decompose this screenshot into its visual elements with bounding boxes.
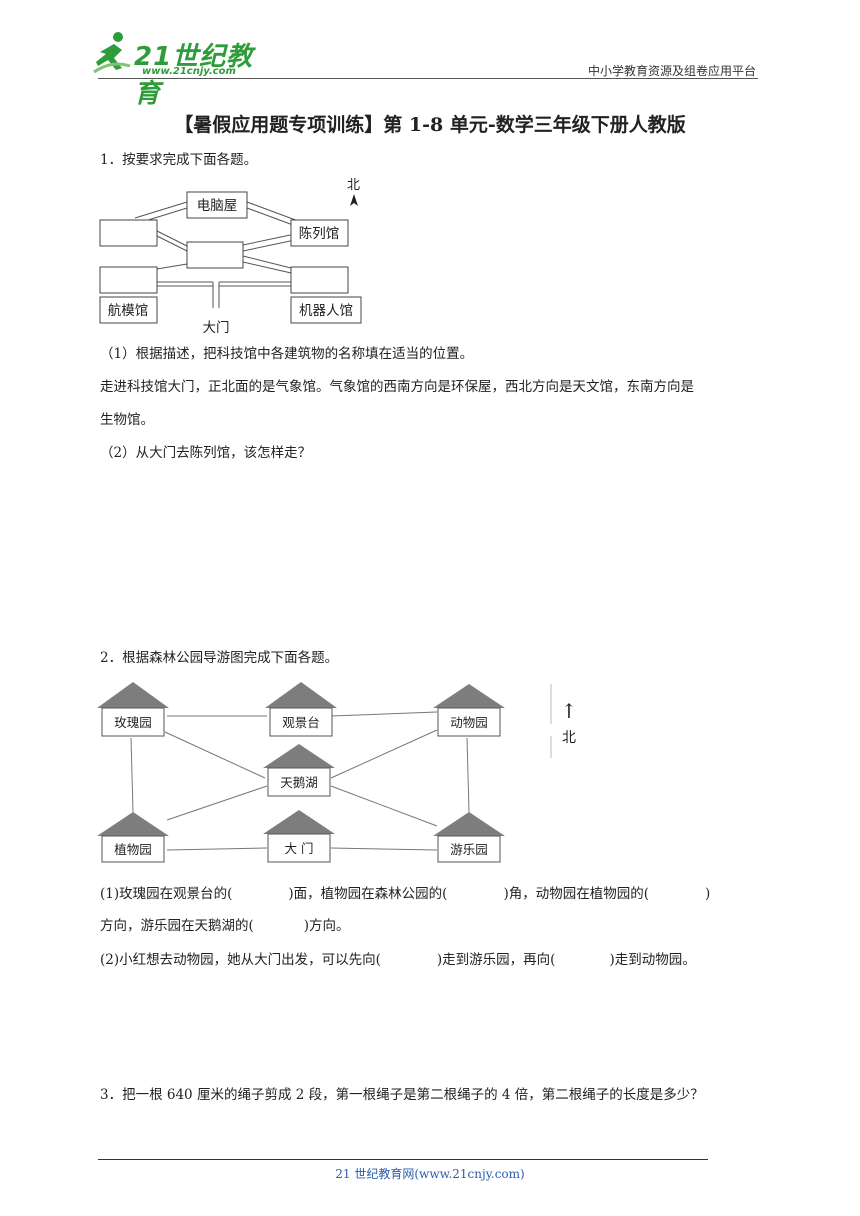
label-aviation-hall: 航模馆 [108,303,149,319]
platform-name: 中小学教育资源及组卷应用平台 [587,64,756,78]
label-gate: 大 门 [285,841,314,856]
header-divider [98,78,758,79]
empty-box-southeast [290,266,349,294]
page-title: 【暑假应用题专项训练】第 1-8 单元-数学三年级下册人教版 [174,114,686,136]
label-botanical-garden: 植物园 [114,842,152,857]
q1-desc-line2: 生物馆。 [100,412,154,428]
label-amusement-park: 游乐园 [450,842,488,857]
robot-hall-box [290,296,362,324]
exhibit-hall-box [290,219,349,247]
footer-link[interactable]: 21 世纪教育网(www.21cnjy.com) [335,1167,525,1181]
north-arrow-icon: ↑ [561,699,578,723]
empty-box-west [99,219,158,247]
label-north: 北 [347,178,360,193]
house-amusement-park: 游乐园 [433,812,505,863]
label-zoo: 动物园 [450,715,488,730]
q2-stem: 2．根据森林公园导游图完成下面各题。 [100,650,339,666]
empty-box-southwest [99,266,158,294]
label-gate: 大门 [203,320,230,336]
label-swan-lake: 天鹅湖 [280,775,318,790]
q2-part1-line2: 方向，游乐园在天鹅湖的()方向。 [100,918,350,934]
label-view-deck: 观景台 [282,715,320,730]
q2-part2: (2)小红想去动物园，她从大门出发，可以先向()走到游乐园，再向()走到动物园。 [100,952,696,968]
q1-stem: 1．按要求完成下面各题。 [100,152,258,168]
north-arrow-icon [350,194,358,206]
house-botanical-garden: 植物园 [97,812,169,863]
empty-box-center [186,241,244,269]
q2-forest-park-map: 玫瑰园 观景台 动物园 天鹅湖 植物园 大 门 游乐园 ↑ 北 [97,682,578,863]
logo-url: www.21cnjy.com [142,66,236,77]
label-exhibit-hall: 陈列馆 [299,225,340,242]
label-robot-hall: 机器人馆 [299,303,353,319]
label-computer-room: 电脑屋 [197,198,238,214]
label-rose-garden: 玫瑰园 [114,715,152,730]
q1-desc-line1: 走进科技馆大门，正北面的是气象馆。气象馆的西南方向是环保屋，西北方向是天文馆，东… [100,379,694,395]
aviation-hall-box [99,296,158,324]
q1-part1: （1）根据描述，把科技馆中各建筑物的名称填在适当的位置。 [100,346,474,362]
house-rose-garden: 玫瑰园 [97,682,169,737]
runner-logo-icon [93,32,131,74]
house-zoo: 动物园 [433,684,505,737]
logo-text: 21世纪教育 [134,42,254,109]
site-logo: 21世纪教育 www.21cnjy.com [92,30,262,109]
house-view-deck: 观景台 [265,682,337,737]
computer-room-box [186,191,248,219]
house-gate: 大 门 [263,810,335,863]
q3-stem: 3．把一根 640 厘米的绳子剪成 2 段，第一根绳子是第二根绳子的 4 倍，第… [100,1087,704,1103]
q1-part2: （2）从大门去陈列馆，该怎样走？ [100,445,312,461]
label-north: 北 [562,730,576,746]
q2-part1-line1: (1)玫瑰园在观景台的()面，植物园在森林公园的()角，动物园在植物园的() [100,886,711,902]
q1-science-museum-map: 电脑屋 陈列馆 航模馆 机器人馆 大门 北 [99,178,362,336]
north-indicator: ↑ 北 [550,684,578,758]
footer-divider [98,1159,708,1160]
house-swan-lake: 天鹅湖 [263,744,335,797]
